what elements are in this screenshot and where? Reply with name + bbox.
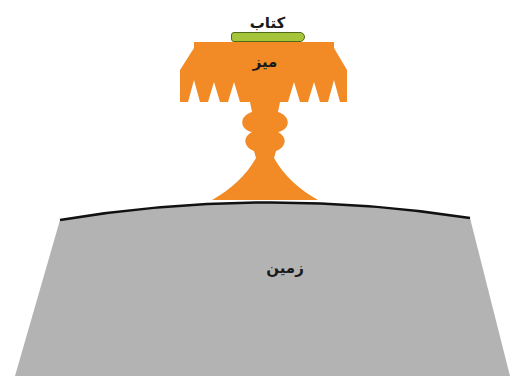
earth-surface [60,202,470,220]
earth-shape [15,202,510,376]
table-top [180,42,347,102]
earth-label: زمین [266,260,304,277]
table-node: میز [215,50,315,74]
earth-node: زمین [200,250,370,286]
book-node: کتاب [231,32,305,42]
book-label: کتاب [250,15,286,32]
table-label: میز [253,54,278,71]
table-leg [212,102,318,200]
